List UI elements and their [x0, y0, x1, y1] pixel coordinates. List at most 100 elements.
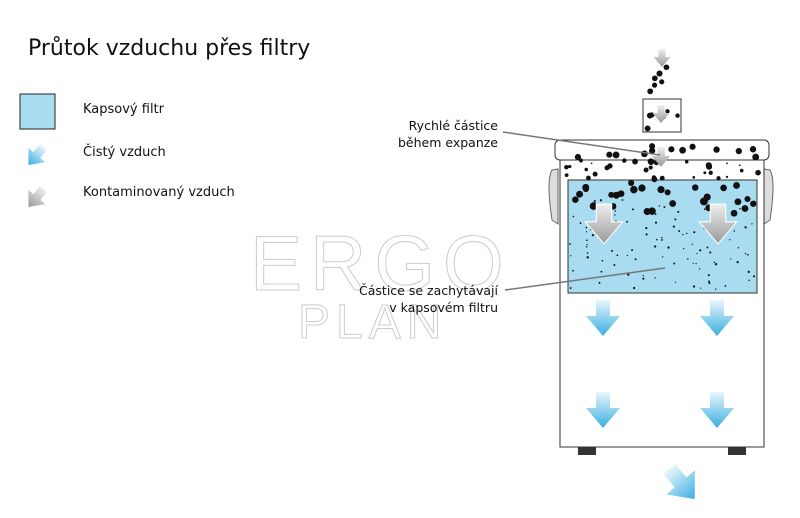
particle — [631, 208, 634, 211]
annotation-line: v kapsovém filtru — [389, 300, 498, 315]
particle — [748, 279, 750, 282]
particle — [614, 203, 616, 206]
particle — [641, 150, 648, 158]
particle — [617, 190, 625, 197]
particle — [598, 281, 601, 284]
pocket-filter — [567, 179, 758, 294]
particle — [663, 64, 670, 71]
particle — [692, 262, 694, 265]
particle — [749, 146, 757, 153]
particle — [659, 175, 665, 181]
particle — [706, 246, 709, 249]
particle — [651, 75, 658, 82]
particle — [633, 286, 636, 290]
particle — [726, 162, 728, 165]
particle — [585, 231, 588, 233]
particle — [703, 171, 707, 175]
particle — [572, 196, 579, 203]
particle — [724, 285, 727, 287]
particle — [655, 238, 658, 241]
particle — [725, 175, 729, 179]
particle — [692, 285, 696, 288]
legend-label-clean-air: Čistý vzduch — [83, 145, 166, 160]
particle — [649, 143, 656, 150]
particle — [622, 158, 627, 163]
particle — [627, 273, 630, 276]
particle — [720, 184, 727, 192]
particle — [729, 239, 731, 241]
particle — [672, 225, 675, 228]
particle — [642, 275, 644, 277]
particle — [586, 175, 591, 181]
particle — [648, 165, 653, 170]
particle — [733, 230, 736, 232]
particle — [693, 231, 696, 234]
particle — [599, 199, 603, 202]
particle — [616, 254, 619, 257]
particle — [695, 263, 697, 265]
particle — [585, 226, 588, 229]
particle — [677, 210, 680, 213]
particle — [631, 249, 634, 252]
particle — [735, 148, 742, 155]
particle — [744, 252, 747, 255]
particle — [692, 184, 699, 191]
particle — [707, 274, 710, 277]
particle — [669, 200, 677, 207]
particle — [647, 158, 654, 165]
particle — [579, 160, 583, 163]
particle — [739, 168, 744, 173]
particle — [730, 209, 738, 217]
particle — [755, 169, 761, 176]
particle — [613, 264, 616, 266]
particle — [715, 288, 717, 290]
particle — [642, 277, 645, 280]
particles — [564, 64, 761, 290]
particle — [708, 282, 711, 285]
particle — [569, 287, 572, 290]
annotation-line: během expanze — [397, 135, 498, 150]
particle — [663, 206, 666, 209]
particle — [600, 270, 603, 273]
particle — [654, 221, 658, 224]
particle — [593, 200, 596, 203]
particle — [601, 259, 604, 262]
particle — [643, 167, 649, 173]
particle — [586, 243, 588, 246]
particle — [628, 179, 635, 186]
particle — [586, 239, 588, 242]
legend-label-contaminated-air: Kontaminovaný vzduch — [83, 185, 235, 200]
legend-label-filter: Kapsový filtr — [83, 102, 165, 117]
particle — [668, 146, 675, 153]
particle — [621, 199, 624, 201]
annotation-fast-particles: Rychlé částice během expanze — [398, 117, 498, 151]
filter-swatch-icon — [19, 93, 56, 130]
clean-air-arrow-icon — [20, 139, 52, 173]
particle — [564, 173, 569, 178]
particle — [634, 258, 637, 261]
particle — [661, 238, 663, 241]
particle — [696, 252, 698, 255]
particle — [638, 184, 646, 192]
particle — [626, 254, 628, 257]
particle — [665, 109, 670, 114]
particle — [654, 277, 656, 279]
particle — [647, 88, 654, 95]
particle — [630, 185, 638, 194]
particle — [747, 270, 750, 274]
particle — [673, 262, 676, 265]
particle — [713, 261, 716, 264]
particle — [744, 195, 751, 203]
particle — [687, 258, 689, 260]
particle — [734, 198, 742, 206]
particle — [651, 82, 658, 88]
particle — [699, 197, 708, 206]
particle — [708, 280, 711, 283]
annotation-captured-particles: Částice se zachytávají v kapsovém filtru — [359, 282, 498, 316]
annotation-line: Rychlé částice — [408, 118, 498, 133]
particle — [739, 207, 741, 210]
particle — [678, 230, 681, 233]
particle — [716, 176, 721, 181]
particle — [591, 234, 595, 237]
